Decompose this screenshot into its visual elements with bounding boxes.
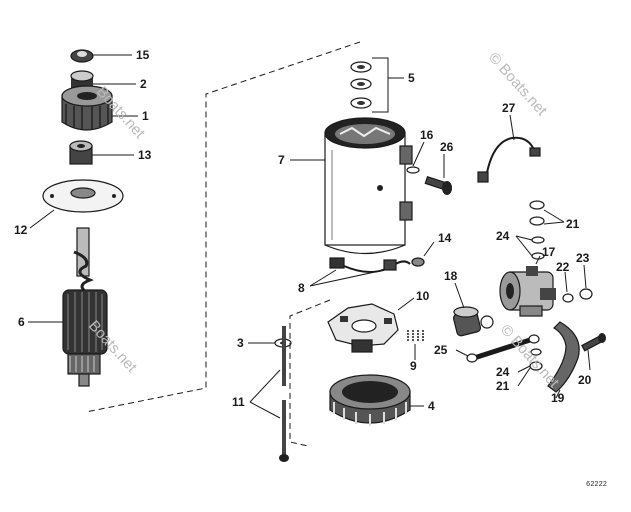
callout-15: 15 <box>136 48 150 62</box>
brush-springs-9[interactable] <box>407 330 424 342</box>
hardware-21-24-lower[interactable] <box>529 348 543 371</box>
drawing-number: 62222 <box>586 481 607 489</box>
callout-24-lower: 24 <box>496 365 510 379</box>
callout-20: 20 <box>578 373 592 387</box>
callout-2: 2 <box>140 77 147 91</box>
callout-18: 18 <box>444 269 458 283</box>
drive-assembly-1[interactable] <box>61 85 113 131</box>
callout-26: 26 <box>440 140 454 154</box>
callout-1: 1 <box>142 109 149 123</box>
callout-24-upper: 24 <box>496 229 510 243</box>
callout-7: 7 <box>278 153 285 167</box>
washer-16[interactable] <box>406 166 420 174</box>
callout-22: 22 <box>556 260 570 274</box>
callout-14: 14 <box>438 231 452 245</box>
terminal-bolt-26[interactable] <box>424 175 452 195</box>
nut-23[interactable] <box>579 288 593 300</box>
callout-labels: 15 2 1 13 12 6 5 7 16 26 14 8 10 9 4 3 1… <box>14 48 592 413</box>
callout-6: 6 <box>18 315 25 329</box>
nuts-21[interactable] <box>529 200 545 226</box>
armature-6[interactable] <box>62 227 108 387</box>
nut-15[interactable] <box>70 49 94 63</box>
callout-21-upper: 21 <box>566 217 580 231</box>
watermarks: © Boats.net Boats.net Boats.net © Boats.… <box>85 49 563 391</box>
commutator-end-cap-4[interactable] <box>329 374 411 426</box>
collar-13[interactable] <box>69 140 93 165</box>
drive-end-plate-12[interactable] <box>42 179 124 213</box>
callout-23: 23 <box>576 251 590 265</box>
brush-lead-8-14[interactable] <box>329 257 425 273</box>
callout-11: 11 <box>232 395 245 409</box>
callout-16: 16 <box>420 128 434 142</box>
callout-27: 27 <box>502 101 516 115</box>
callout-13: 13 <box>138 148 152 162</box>
callout-3: 3 <box>237 336 244 350</box>
bracket-5 <box>372 57 389 113</box>
plunger-boot-18[interactable] <box>452 306 494 337</box>
callout-19: 19 <box>551 391 565 405</box>
callout-25: 25 <box>434 343 448 357</box>
callout-4: 4 <box>428 399 435 413</box>
callout-12: 12 <box>14 223 28 237</box>
alignment-lines <box>85 41 361 447</box>
solenoid-bracket-19[interactable] <box>547 321 580 393</box>
nut-22[interactable] <box>562 293 574 303</box>
callout-17: 17 <box>542 245 556 259</box>
washers-5[interactable] <box>350 61 372 109</box>
leader-lines-left <box>28 54 138 323</box>
callout-10: 10 <box>416 289 430 303</box>
battery-cable-25[interactable] <box>466 334 540 363</box>
callout-8: 8 <box>298 281 305 295</box>
callout-21-lower: 21 <box>496 379 510 393</box>
field-frame-housing-7[interactable] <box>324 117 413 255</box>
brush-holder-plate-10[interactable] <box>327 303 399 353</box>
ground-cable-27[interactable] <box>477 136 541 183</box>
through-bolts-11[interactable] <box>279 326 289 462</box>
watermark-top-right: © Boats.net <box>485 49 551 119</box>
bolt-20[interactable] <box>581 333 606 352</box>
solenoid-17[interactable] <box>499 266 556 317</box>
callout-9: 9 <box>410 359 417 373</box>
callout-5: 5 <box>408 71 415 85</box>
